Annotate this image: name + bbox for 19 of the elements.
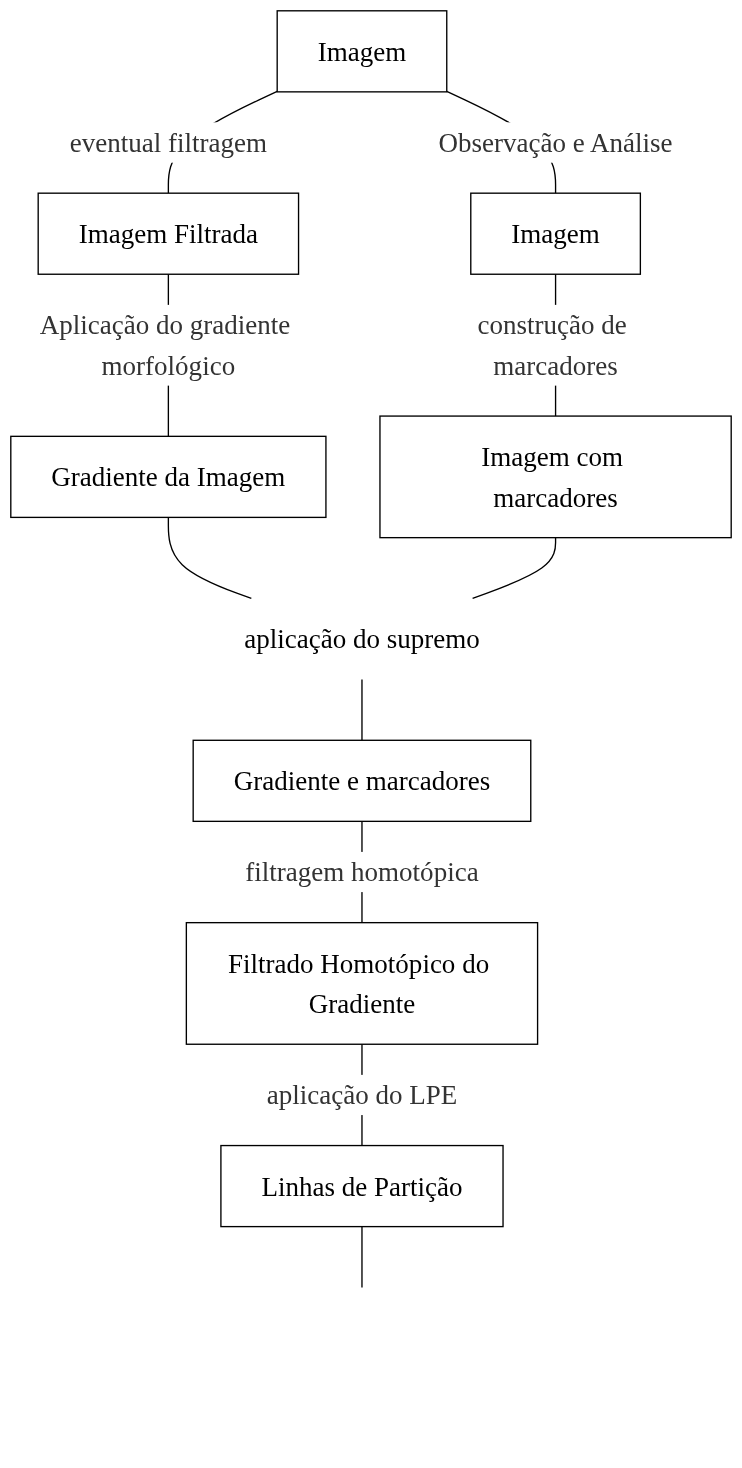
node-box: Imagem com marcadores bbox=[379, 415, 732, 539]
edge-label: Observação e Análise bbox=[438, 127, 673, 158]
node-box: Imagem bbox=[470, 192, 642, 275]
edge-label: Aplicação do gradiente morfológico bbox=[39, 310, 291, 381]
edge-label: construção de marcadores bbox=[477, 310, 627, 381]
edge-label: aplicação do LPE bbox=[266, 1080, 458, 1110]
connector bbox=[361, 678, 363, 741]
node-box: Linhas de Partição bbox=[220, 1144, 504, 1228]
connector bbox=[471, 537, 557, 600]
node-box: Imagem Filtrada bbox=[37, 192, 300, 275]
edge-label: filtragem homotópica bbox=[245, 857, 479, 887]
node-box: Imagem bbox=[276, 10, 448, 93]
connector bbox=[167, 516, 252, 600]
connector bbox=[361, 1225, 363, 1289]
node-box: Gradiente e marcadores bbox=[192, 739, 532, 822]
node-box: Filtrado Homotópico do Gradiente bbox=[185, 922, 539, 1045]
node-text: aplicação do supremo bbox=[244, 624, 480, 654]
node-box: Gradiente da Imagem bbox=[10, 435, 327, 519]
edge-label: eventual filtragem bbox=[69, 127, 268, 158]
